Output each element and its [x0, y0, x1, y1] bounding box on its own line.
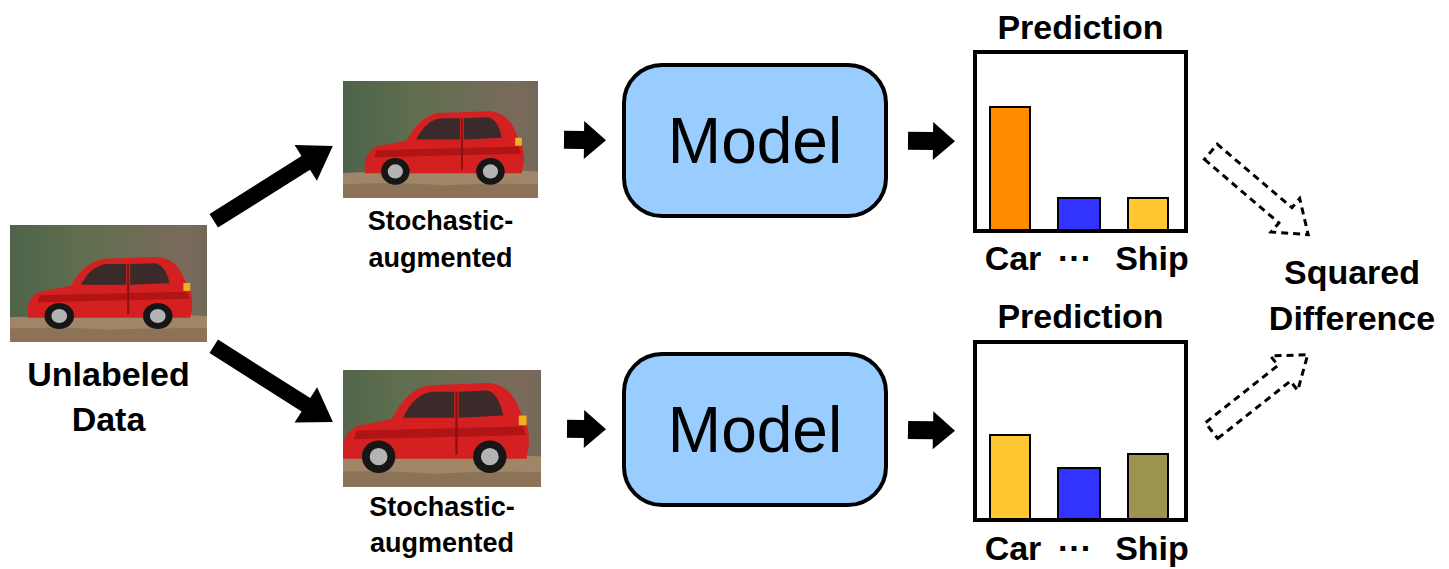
flow-arrow: [567, 410, 606, 448]
prediction-chart: PredictionCar···Ship: [973, 50, 1188, 233]
node-label: Prediction: [997, 296, 1163, 336]
node-label: Squared Difference: [1262, 249, 1442, 341]
bar-chart: [973, 50, 1188, 233]
model-box: Model: [622, 63, 888, 218]
node-label: Model: [668, 104, 842, 178]
axis-label: ···: [1025, 528, 1125, 568]
prediction-chart: PredictionCar···Ship: [973, 340, 1188, 522]
flow-arrow: [908, 122, 955, 160]
flow-arrow: [908, 411, 955, 449]
node-label: Stochastic-augmented: [342, 489, 542, 561]
axis-label: Ship: [1102, 238, 1202, 278]
dashed-arrow: [1205, 355, 1307, 439]
image-node: Stochastic-augmented: [343, 81, 538, 198]
axis-label: Car: [963, 528, 1063, 568]
loss-label: Squared Difference: [1262, 249, 1442, 341]
axis-label: ···: [1025, 238, 1125, 278]
bar-chart: [973, 340, 1188, 522]
image-node: Stochastic-augmented: [343, 370, 541, 487]
node-label: Stochastic-augmented: [341, 203, 541, 277]
node-label: Model: [668, 393, 842, 467]
dashed-arrow: [1204, 144, 1308, 235]
node-label: Unlabeled Data: [0, 352, 219, 442]
model-box: Model: [622, 352, 888, 507]
image-node: Unlabeled Data: [10, 225, 207, 342]
node-label: Prediction: [997, 7, 1163, 47]
axis-label: Ship: [1102, 528, 1202, 568]
car-photo: [343, 81, 538, 198]
car-photo: [10, 225, 207, 342]
axis-label: Car: [963, 238, 1063, 278]
flow-arrow: [564, 121, 606, 159]
flow-arrow: [210, 340, 333, 423]
flow-arrow: [210, 145, 333, 227]
car-photo: [343, 370, 541, 487]
